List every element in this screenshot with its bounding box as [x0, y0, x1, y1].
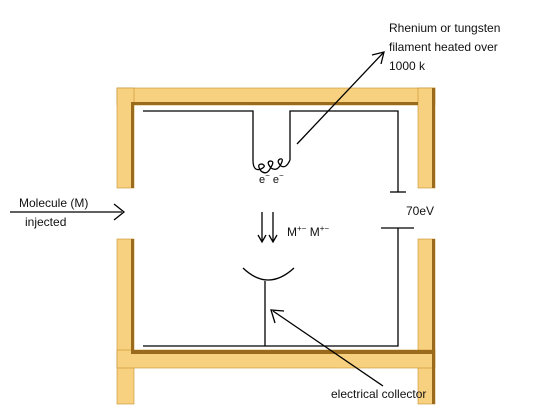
injection-arrowhead	[113, 203, 126, 221]
filament-label-line-3: 1000 k	[389, 59, 426, 73]
right-lower-shadow	[432, 239, 435, 404]
ion-label-2: M+−	[309, 224, 330, 239]
bottom-wall-shadow	[131, 350, 432, 354]
ion-flow-arrowhead-1	[257, 234, 267, 244]
molecule-label-line-2: injected	[25, 215, 67, 229]
collector-pointer-arrow	[272, 310, 384, 387]
filament-pointer-arrowhead	[371, 51, 385, 65]
ion-flow-arrowhead-2	[268, 234, 278, 244]
filament-coil	[252, 158, 291, 174]
left-upper-shadow	[131, 102, 134, 188]
ion-label-1: M+−	[287, 224, 307, 239]
filament-circuit	[143, 110, 414, 347]
right-upper-shadow	[432, 88, 435, 188]
electron-label-2: e−	[272, 171, 284, 186]
collector-label: electrical collector	[331, 387, 427, 401]
molecule-label-line-1: Molecule (M)	[19, 196, 89, 210]
electron-labels: e− e−	[259, 171, 284, 189]
filament-label-line-2: filament heated over	[389, 40, 498, 54]
arrows	[10, 51, 385, 387]
chamber-walls	[116, 87, 436, 405]
voltage-label: 70eV	[406, 204, 435, 218]
filament-pointer-arrow	[296, 52, 384, 145]
filament-label-line-1: Rhenium or tungsten	[389, 21, 501, 35]
electron-label-1: e−	[259, 171, 270, 186]
ion-labels: M+− M+−	[287, 224, 329, 242]
collector-cup	[242, 267, 295, 281]
collector-pointer-arrowhead	[270, 309, 285, 324]
left-lower-shadow	[131, 239, 134, 350]
top-wall-shadow	[134, 102, 418, 105]
